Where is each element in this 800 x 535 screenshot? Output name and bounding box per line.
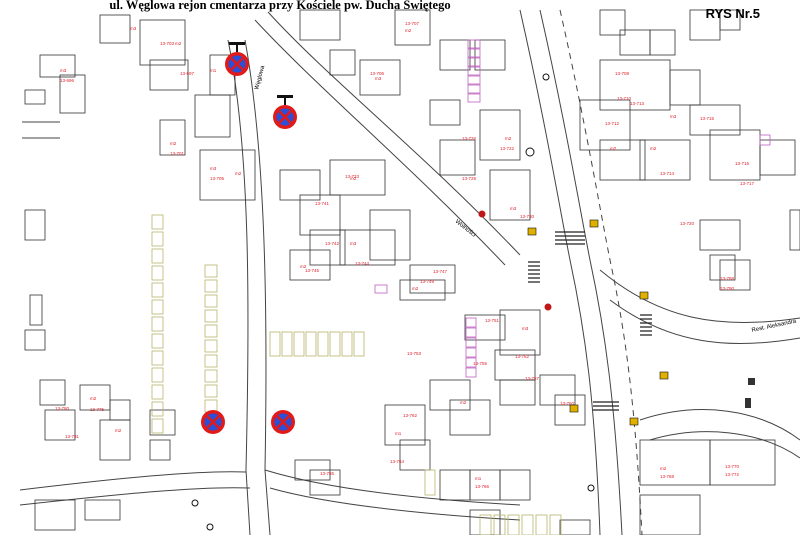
parcel-label: m2 <box>405 28 412 33</box>
parcel-label: 13-707 <box>405 21 420 26</box>
parcel-labels: m313-696m213-697m1m313-703m213-701m313-7… <box>55 21 755 489</box>
parcel-label: m2 <box>300 264 307 269</box>
parcel-label: m2 <box>115 428 122 433</box>
parcel-label: 13-764 <box>390 459 405 464</box>
parcel-label: m2 <box>170 141 177 146</box>
parcel-label: m2 <box>90 396 97 401</box>
parcel-label: 13-703 <box>160 41 175 46</box>
parcel-label: m3 <box>670 114 677 119</box>
parcel-label: 13-697 <box>180 71 195 76</box>
parcel-label: m2 <box>412 286 419 291</box>
parcel-label: 13-751 <box>485 318 500 323</box>
parcel-label: 13-753 <box>407 351 422 356</box>
buildings <box>24 9 800 535</box>
garage-outlines <box>374 39 771 378</box>
no-stopping-sign[interactable] <box>225 42 249 76</box>
parcel-label: 13-701 <box>170 151 185 156</box>
parcel-label: m2 <box>350 176 357 181</box>
parcel-label: m2 <box>660 466 667 471</box>
parcel-label: m2 <box>460 400 467 405</box>
street-label-weglowa: Węglowa <box>254 64 266 90</box>
parcel-label: 13-745 <box>305 268 320 273</box>
parcel-label: 13-757 <box>525 376 540 381</box>
parcel-label: m3 <box>522 326 529 331</box>
parcel-label: 13-728 <box>462 176 477 181</box>
parcel-label: m2 <box>175 41 182 46</box>
parcel-label: m2 <box>235 171 242 176</box>
parcel-label: 13-788 <box>720 276 735 281</box>
no-stopping-sign[interactable] <box>201 410 225 434</box>
no-stopping-sign[interactable] <box>273 95 297 129</box>
parcel-label: m1 <box>395 431 402 436</box>
parcel-label: m3 <box>350 241 357 246</box>
parcel-label: m3 <box>210 166 217 171</box>
parcel-label: 13-790 <box>720 286 735 291</box>
parcel-label: 13-780 <box>55 406 70 411</box>
parcel-label: 13-760 <box>560 401 575 406</box>
parcel-label: 13-749 <box>420 279 435 284</box>
parcel-label: 13-710 <box>617 96 632 101</box>
parcel-label: 13-742 <box>325 241 340 246</box>
parcel-label: m2 <box>650 146 657 151</box>
parcel-label: 13-705 <box>210 176 225 181</box>
parcel-label: 13-726 <box>462 136 477 141</box>
figure-label: RYS Nr.5 <box>705 6 760 21</box>
parcel-label: 13-714 <box>660 171 675 176</box>
parcel-label: 13-712 <box>605 121 620 126</box>
parcel-label: 13-747 <box>433 269 448 274</box>
traffic-symbols <box>191 73 755 531</box>
parcel-label: 13-708 <box>615 71 630 76</box>
parcel-label: 13-716 <box>735 161 750 166</box>
street-label-side: Wolności <box>454 219 477 239</box>
parcel-label: 13-744 <box>355 261 370 266</box>
parcel-label: 13-755 <box>473 361 488 366</box>
parcel-label: 13-786 <box>320 471 335 476</box>
parcel-label: 13-733 <box>345 174 360 179</box>
parcel-label: m3 <box>60 68 67 73</box>
parcel-label: 13-713 <box>630 101 645 106</box>
parcel-label: m2 <box>505 136 512 141</box>
parcel-label: 13-775 <box>90 407 105 412</box>
parcel-label: 13-762 <box>403 413 418 418</box>
roads <box>19 9 800 535</box>
crosswalks <box>528 231 652 411</box>
parcel-label: 13-720 <box>680 221 695 226</box>
parcel-label: 13-706 <box>370 71 385 76</box>
parcel-label: 13-766 <box>475 484 490 489</box>
parcel-label: 13-696 <box>60 78 75 83</box>
parcel-label: m1 <box>210 68 217 73</box>
parcel-label: 13-768 <box>660 474 675 479</box>
parcel-label: 13-730 <box>520 214 535 219</box>
parcel-label: m3 <box>510 206 517 211</box>
parcel-label: 13-770 <box>725 464 740 469</box>
no-stopping-sign[interactable] <box>271 410 295 434</box>
parcel-label: m1 <box>475 476 482 481</box>
parcel-label: m3 <box>130 26 137 31</box>
parcel-label: m3 <box>375 76 382 81</box>
parcel-label: 13-722 <box>500 146 515 151</box>
map-title: ul. Węglowa rejon cmentarza przy Kościel… <box>109 0 451 12</box>
parcel-label: 13-772 <box>725 472 740 477</box>
parcel-label: 13-781 <box>65 434 80 439</box>
parcel-label: 13-717 <box>740 181 755 186</box>
parcel-label: 13-752 <box>515 354 530 359</box>
parcel-label: 13-741 <box>315 201 330 206</box>
parking-stalls <box>151 214 562 535</box>
parcel-label: 13-715 <box>700 116 715 121</box>
parcel-label: m2 <box>610 146 617 151</box>
